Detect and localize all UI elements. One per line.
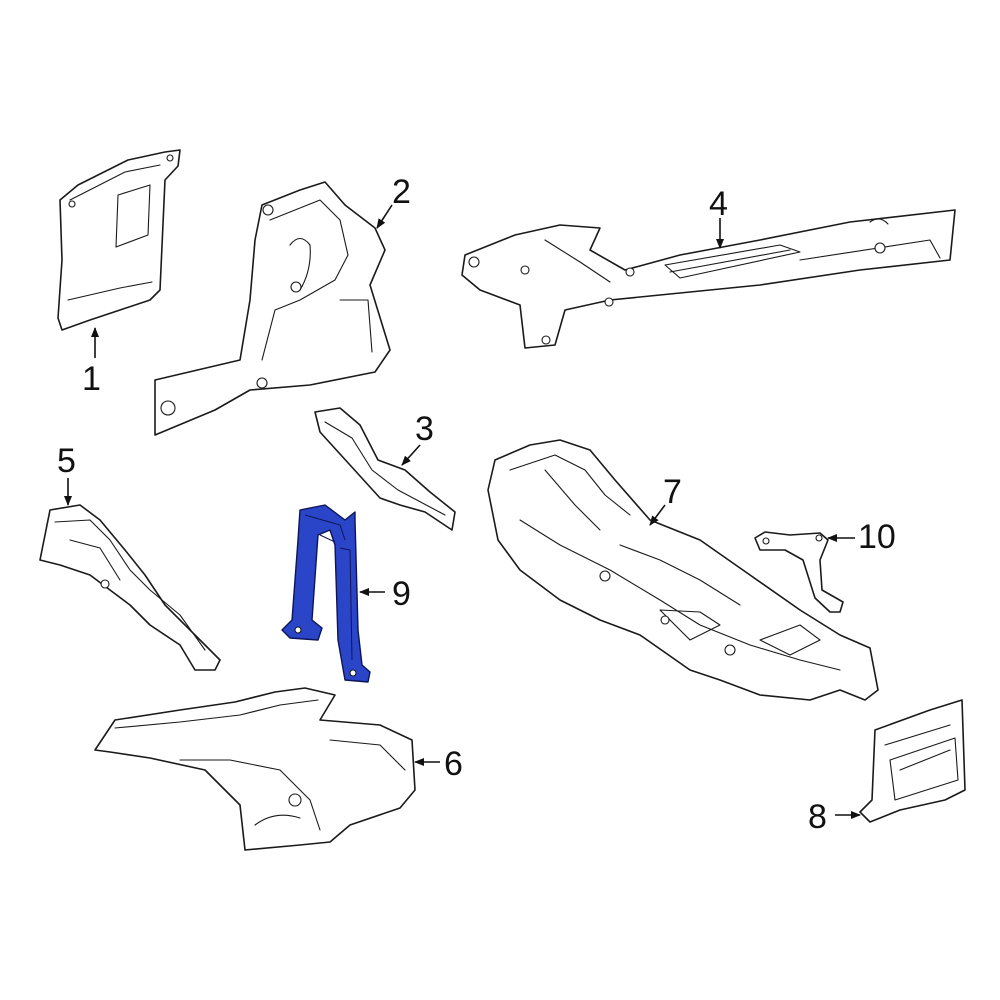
part-8-shield[interactable] [859,699,966,823]
callout-5: 5 [57,442,76,480]
callout-10: 10 [858,518,896,556]
callout-1: 1 [82,360,101,398]
part-6-shield[interactable] [94,687,416,851]
callout-3: 3 [415,410,434,448]
part-2-shield[interactable] [154,181,391,436]
part-9-bracket[interactable] [281,504,371,683]
part-7-shield[interactable] [487,439,879,701]
callout-8: 8 [808,798,827,836]
part-1-shield[interactable] [57,149,181,331]
callout-4: 4 [709,185,728,223]
callout-9: 9 [392,575,411,613]
callout-leaders [64,204,861,819]
callout-7: 7 [663,473,682,511]
callout-6: 6 [444,745,463,783]
part-5-shield[interactable] [39,504,221,671]
callout-2: 2 [392,173,411,211]
part-10-bracket[interactable] [754,531,844,613]
part-4-frame[interactable] [461,209,956,349]
part-3-shield[interactable] [314,407,456,531]
